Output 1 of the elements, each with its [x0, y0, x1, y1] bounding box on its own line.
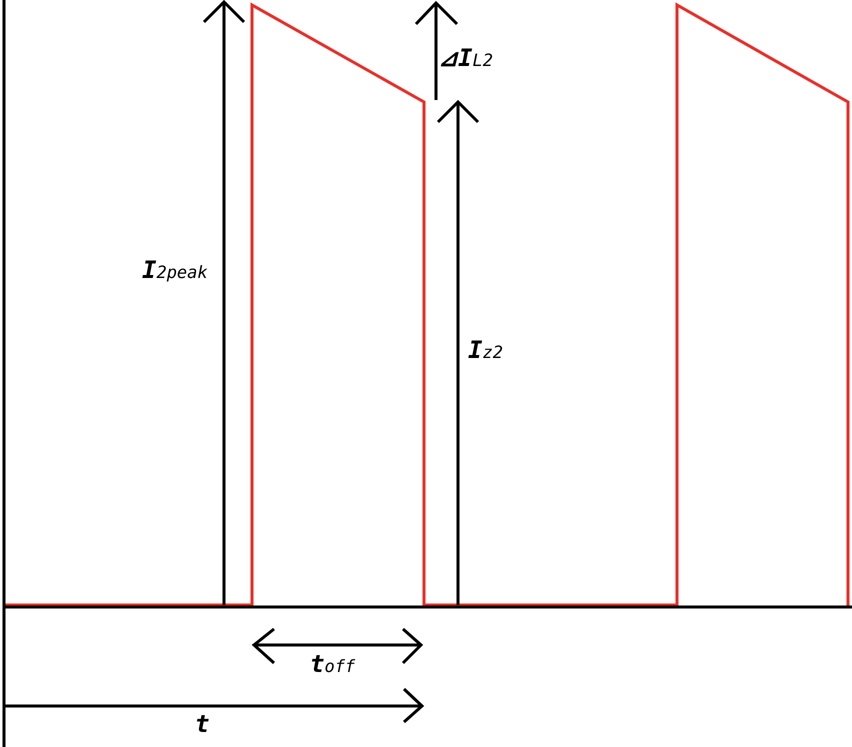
- dimension-label: t: [195, 712, 210, 736]
